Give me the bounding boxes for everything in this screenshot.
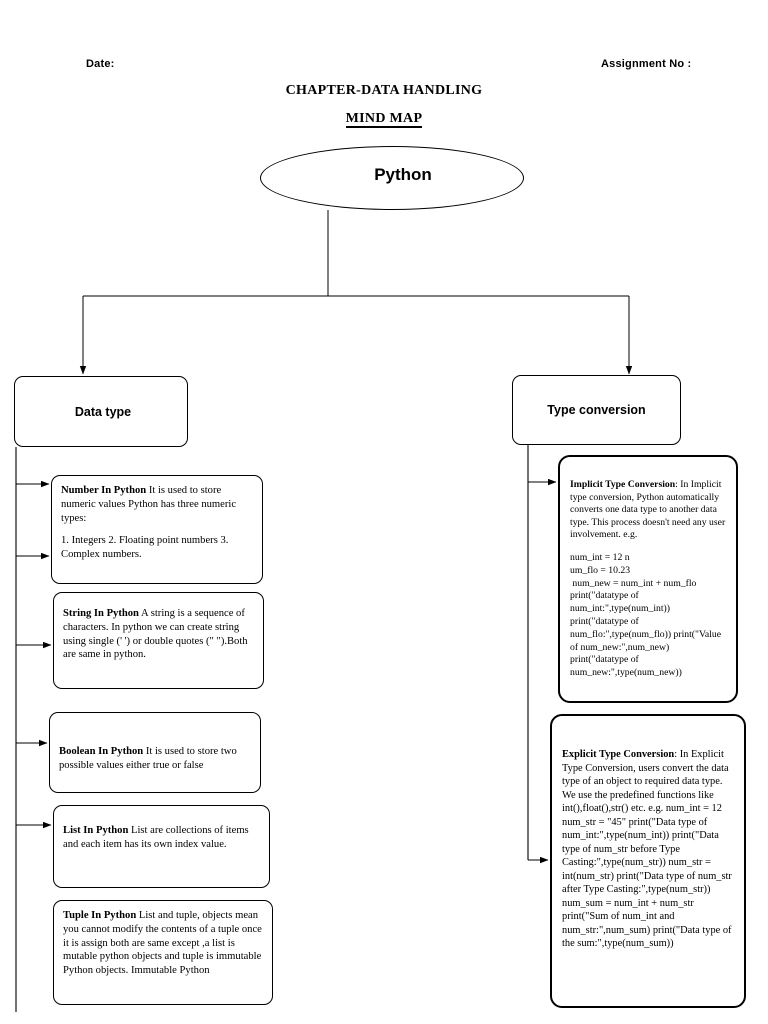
leaf-card-list-text: List In Python List are collections of i… <box>63 824 261 852</box>
leaf-card-implicit-type-conversion[interactable]: Implicit Type Conversion: In Implicit ty… <box>558 455 738 703</box>
leaf-card-implicit-body: : In Implicit type conversion, Python au… <box>570 479 728 541</box>
leaf-card-explicit-type-conversion[interactable]: Explicit Type Conversion: In Explicit Ty… <box>550 714 746 1008</box>
leaf-card-implicit-code: num_int = 12 n um_flo = 10.23 num_new = … <box>570 552 722 679</box>
assignment-no-label: Assignment No : <box>601 58 692 70</box>
mind-map-title: MIND MAP <box>0 111 768 128</box>
leaf-card-number-text: Number In Python It is used to store num… <box>61 484 256 525</box>
branch-node-data-type[interactable]: Data type <box>14 376 188 447</box>
leaf-card-boolean[interactable]: Boolean In Python It is used to store tw… <box>49 712 261 793</box>
root-node-label: Python <box>374 165 432 184</box>
leaf-card-boolean-body: It is used to store two possible values … <box>59 746 240 771</box>
leaf-card-string[interactable]: String In Python A string is a sequence … <box>53 592 264 689</box>
leaf-card-number-body: It is used to store numeric values Pytho… <box>61 485 239 524</box>
root-node-python[interactable]: Python <box>260 146 524 210</box>
chapter-title: CHAPTER-DATA HANDLING <box>285 83 483 98</box>
branch-node-type-conversion[interactable]: Type conversion <box>512 375 681 445</box>
leaf-card-implicit-title: Implicit Type Conversion <box>570 479 676 490</box>
leaf-card-string-body: A string is a sequence of characters. In… <box>63 608 251 661</box>
leaf-card-number[interactable]: Number In Python It is used to store num… <box>51 475 263 584</box>
leaf-card-tuple[interactable]: Tuple In Python List and tuple, objects … <box>53 900 273 1005</box>
leaf-card-explicit-body: : In Explicit Type Conversion, users con… <box>562 749 735 950</box>
leaf-card-tuple-body: List and tuple, objects mean you cannot … <box>63 910 265 977</box>
leaf-card-boolean-text: Boolean In Python It is used to store tw… <box>59 745 254 773</box>
leaf-card-tuple-text: Tuple In Python List and tuple, objects … <box>63 909 266 978</box>
date-label: Date: <box>86 58 115 70</box>
leaf-card-number-list: 1. Integers 2. Floating point numbers 3.… <box>61 535 229 560</box>
leaf-card-boolean-title: Boolean In Python <box>59 746 144 757</box>
leaf-card-implicit-text: Implicit Type Conversion: In Implicit ty… <box>570 479 729 542</box>
leaf-card-list-title: List In Python <box>63 825 129 836</box>
leaf-card-string-title: String In Python <box>63 608 139 619</box>
leaf-card-number-title: Number In Python <box>61 485 147 496</box>
leaf-card-list[interactable]: List In Python List are collections of i… <box>53 805 270 888</box>
leaf-card-explicit-text: Explicit Type Conversion: In Explicit Ty… <box>562 748 737 951</box>
branch-node-data-type-label: Data type <box>74 404 132 419</box>
branch-node-type-conversion-label: Type conversion <box>547 403 646 417</box>
leaf-card-tuple-title: Tuple In Python <box>63 910 137 921</box>
leaf-card-list-body: List are collections of items and each i… <box>63 825 252 850</box>
leaf-card-string-text: String In Python A string is a sequence … <box>63 607 257 662</box>
mind-map-title-text: MIND MAP <box>345 111 423 128</box>
leaf-card-explicit-title: Explicit Type Conversion <box>562 749 675 760</box>
